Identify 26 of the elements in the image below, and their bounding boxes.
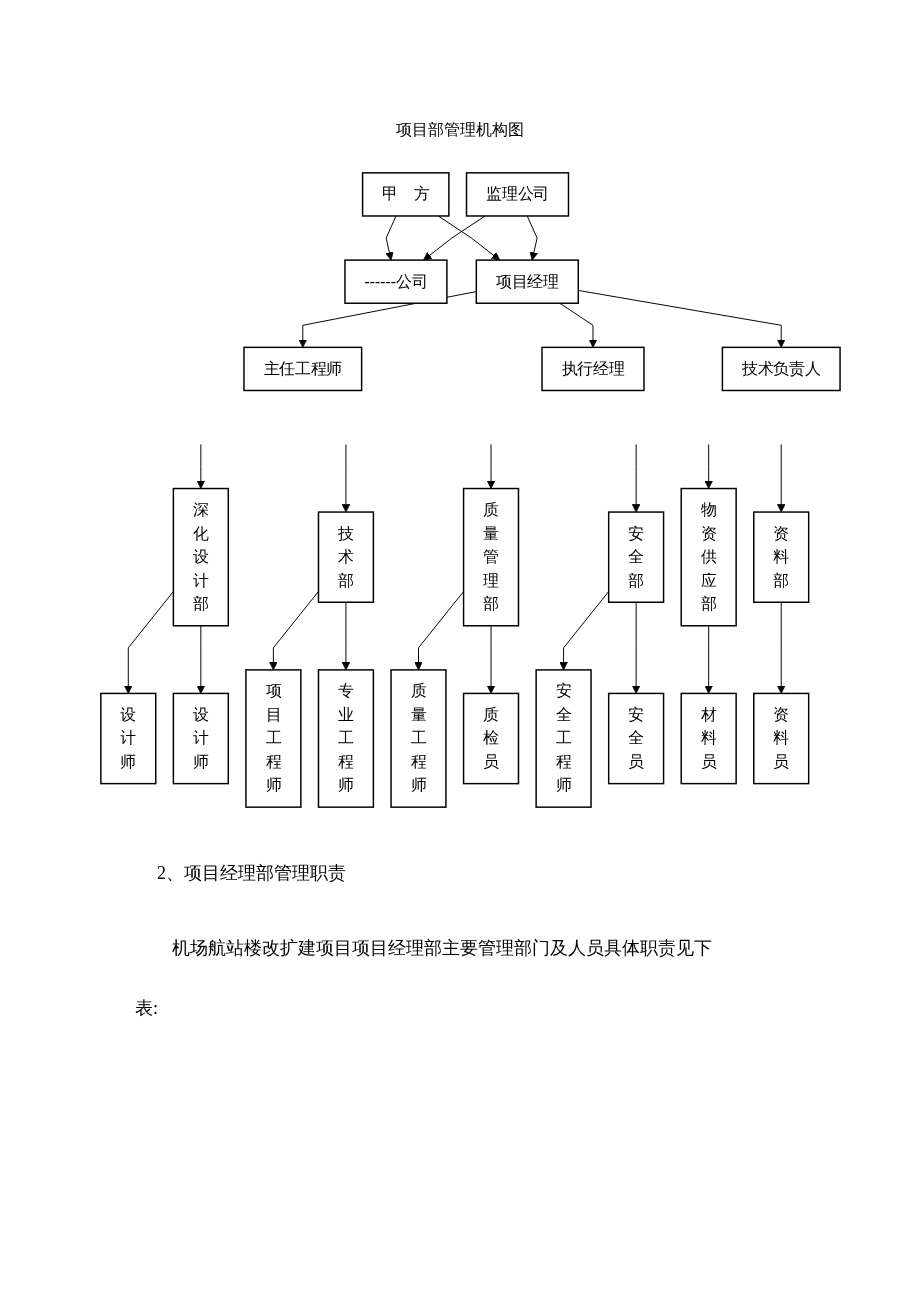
node-box: 设计师 <box>99 692 157 785</box>
node-box: 主任工程师 <box>242 346 362 392</box>
node-box: 设计师 <box>172 692 229 785</box>
node-box: ------公司 <box>343 259 448 304</box>
node-box: 材料员 <box>680 692 737 785</box>
node-box: 安全员 <box>607 692 664 785</box>
node-box: 技术部 <box>317 511 374 603</box>
node-box: 质量工程师 <box>389 669 447 808</box>
node-box: 技术负责人 <box>721 346 841 392</box>
node-box: 监理公司 <box>465 172 569 217</box>
node-box: 项目经理 <box>475 259 579 304</box>
node-box: 物资供应部 <box>680 487 737 627</box>
node-box: 安全部 <box>607 511 664 603</box>
node-box: 资料员 <box>752 692 809 785</box>
diagram-title: 项目部管理机构图 <box>396 120 524 140</box>
node-box: 项目工程师 <box>244 669 302 808</box>
node-box: 安全工程师 <box>534 669 592 808</box>
node-box: 甲 方 <box>361 172 450 217</box>
body-paragraph: 机场航站楼改扩建项目项目经理部主要管理部门及人员具体职责见下表: <box>135 937 713 1020</box>
node-box: 深化设计部 <box>172 487 229 627</box>
node-box: 质检员 <box>462 692 519 785</box>
node-box: 资料部 <box>752 511 809 603</box>
section-heading: 2、项目经理部管理职责 <box>157 862 346 885</box>
node-box: 质量管理部 <box>462 487 519 627</box>
node-box: 专业工程师 <box>317 669 374 808</box>
node-box: 执行经理 <box>540 346 645 392</box>
